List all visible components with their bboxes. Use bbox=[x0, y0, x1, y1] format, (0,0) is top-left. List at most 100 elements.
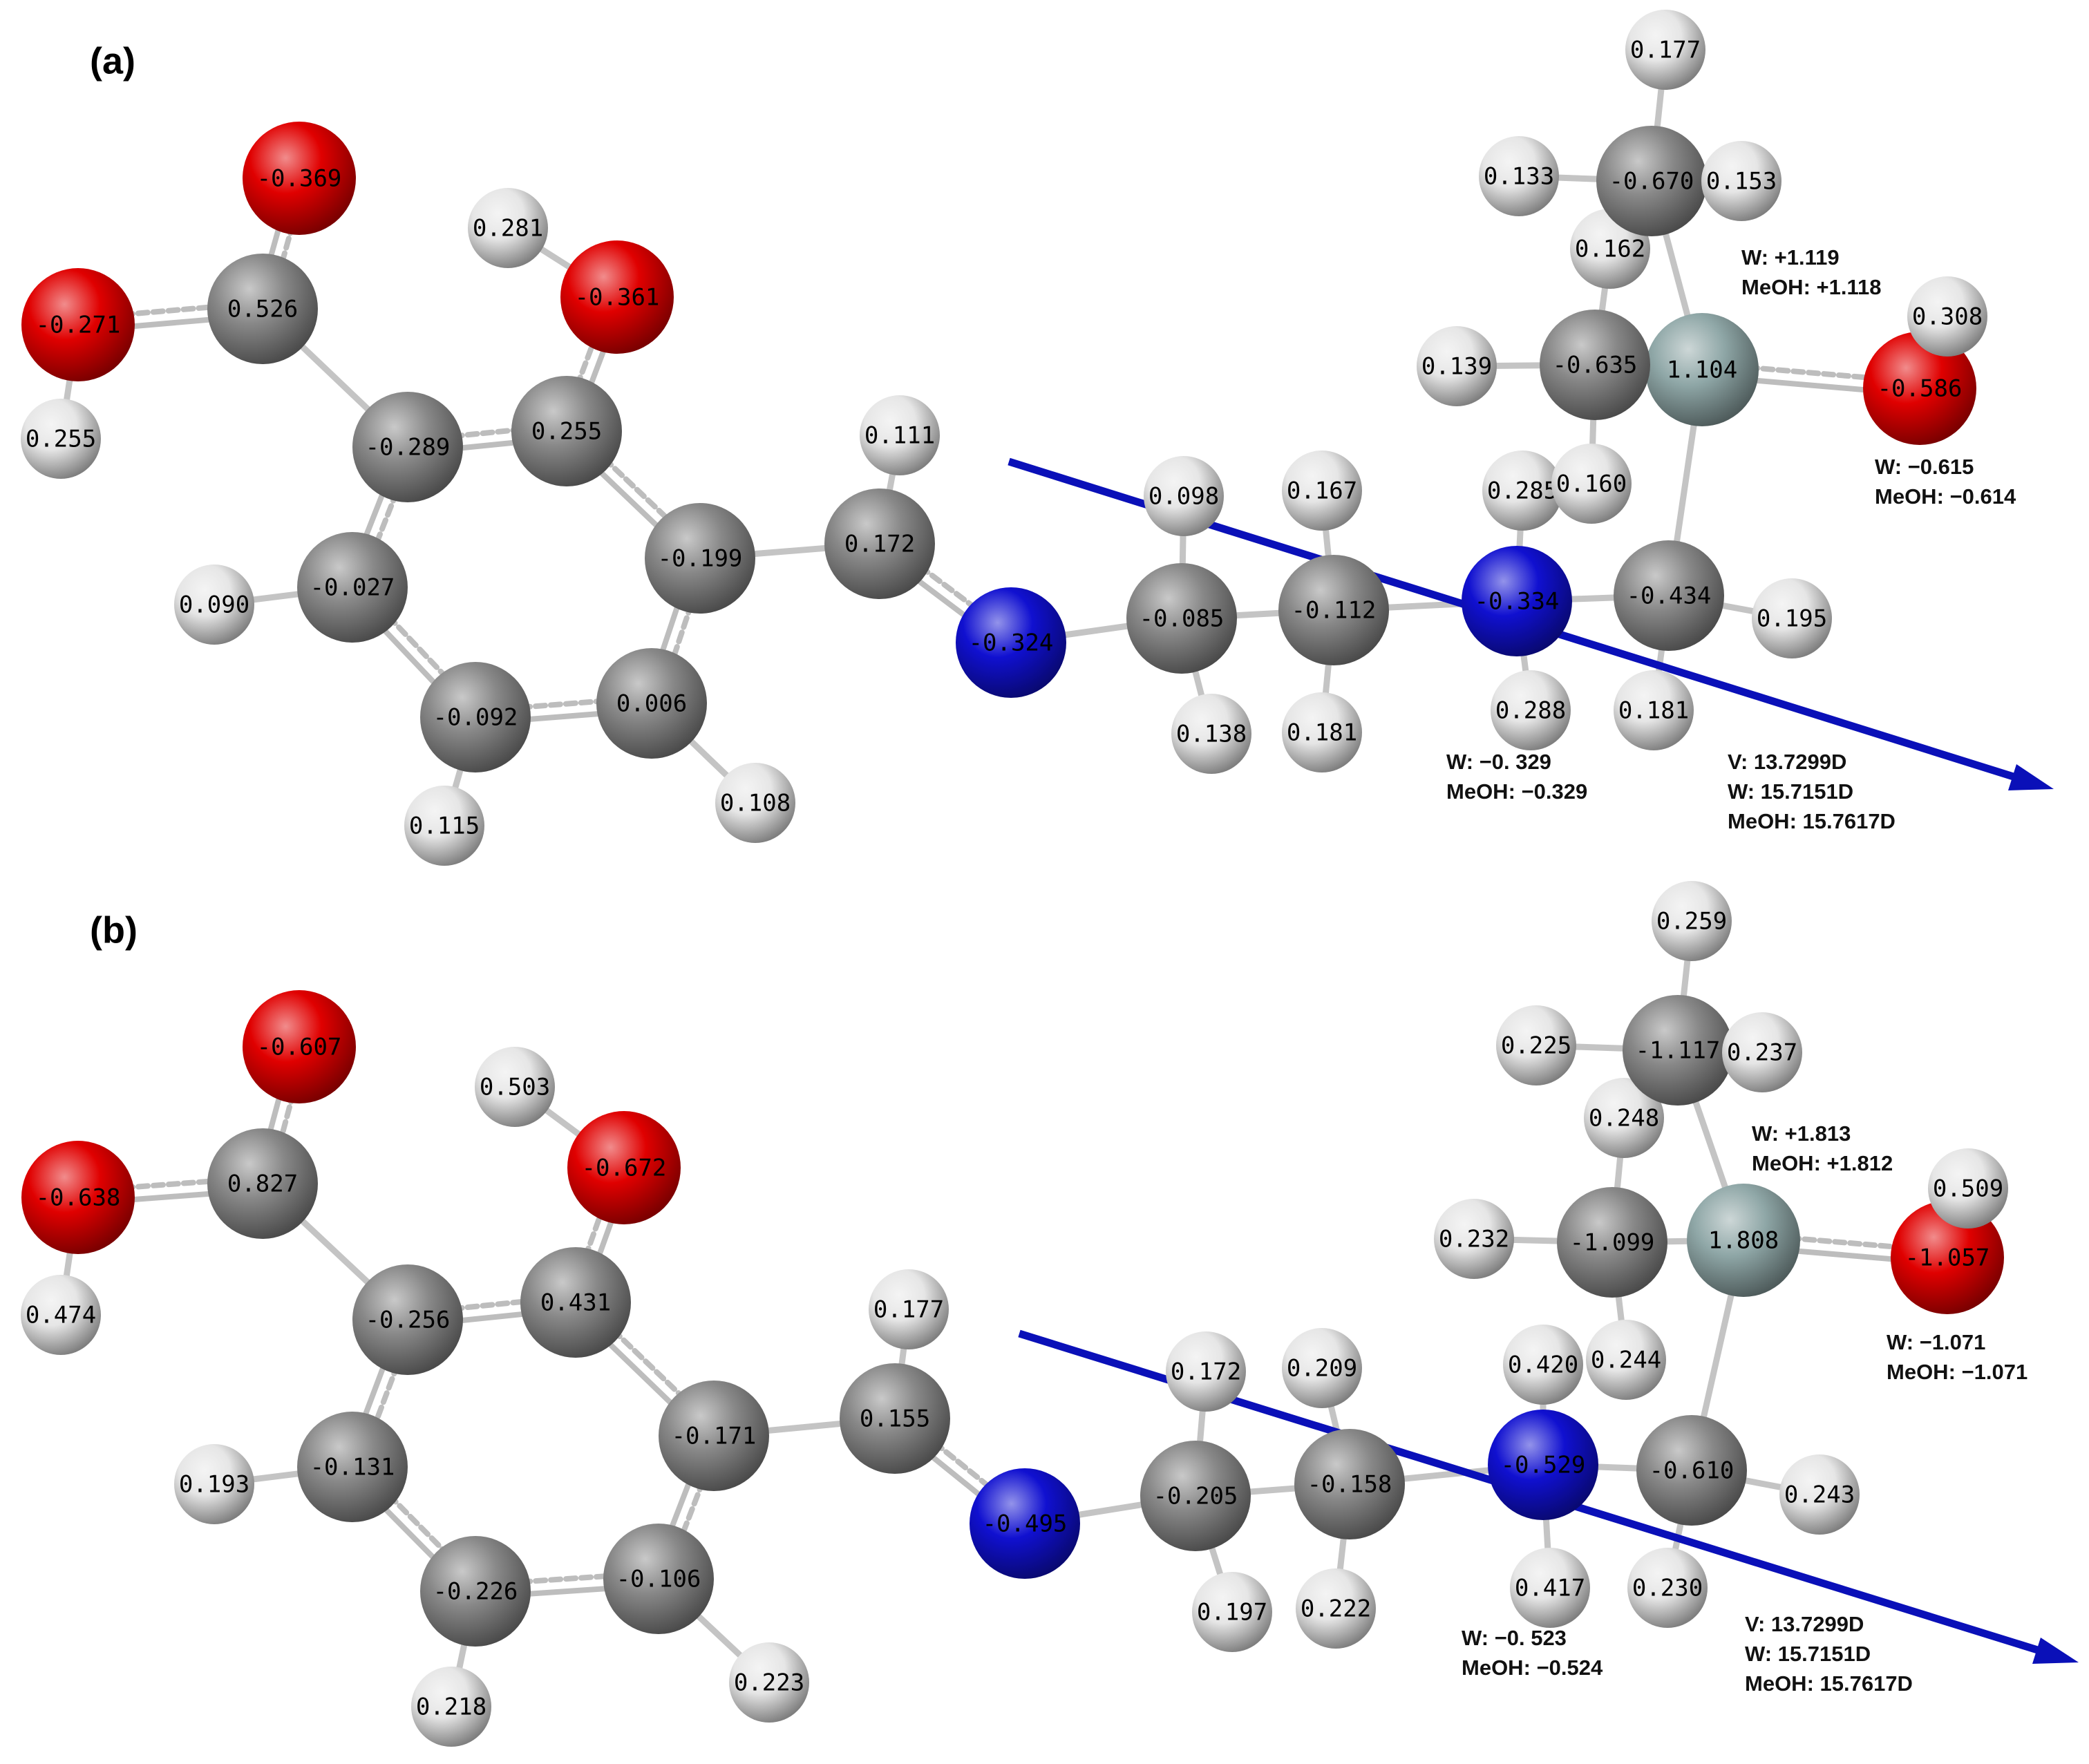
panel-a-atom-si1: 1.104 bbox=[1645, 313, 1759, 426]
atom-charge-label: -1.099 bbox=[1570, 1229, 1655, 1257]
panel-b-atom-c1: 0.827 bbox=[207, 1128, 318, 1239]
panel-b-atom-c12: -1.099 bbox=[1557, 1187, 1667, 1298]
atom-sphere-h bbox=[1627, 1548, 1708, 1628]
atom-charge-label: -0.226 bbox=[433, 1578, 518, 1606]
panel-b-atom-h7: 0.172 bbox=[1166, 1331, 1246, 1412]
atom-sphere-o bbox=[243, 122, 356, 235]
panel-b-label: (b) bbox=[90, 909, 138, 951]
atom-charge-label: 0.255 bbox=[26, 426, 96, 453]
atom-sphere-h bbox=[174, 565, 254, 645]
atom-charge-label: 0.177 bbox=[873, 1296, 944, 1324]
note-line: MeOH: 15.7617D bbox=[1745, 1671, 1913, 1696]
panel-a-atom-c9: -0.085 bbox=[1126, 563, 1237, 674]
atom-charge-label: 0.243 bbox=[1784, 1481, 1855, 1509]
atom-charge-label: 0.167 bbox=[1287, 477, 1357, 505]
atom-sphere-h bbox=[1779, 1454, 1860, 1535]
atom-sphere-h bbox=[1192, 1572, 1272, 1652]
atom-sphere-h bbox=[1586, 1320, 1666, 1400]
atom-sphere-c bbox=[1126, 563, 1237, 674]
panel-a-atom-c10: -0.112 bbox=[1278, 555, 1389, 665]
atom-charge-label: -0.106 bbox=[616, 1566, 701, 1593]
atom-charge-label: -0.158 bbox=[1307, 1471, 1392, 1499]
atom-charge-label: 0.193 bbox=[179, 1471, 249, 1499]
panel-a-atom-c8: 0.172 bbox=[824, 489, 935, 599]
panel-a-atom-c7: 0.006 bbox=[596, 648, 707, 759]
panel-a-atom-h7: 0.098 bbox=[1144, 456, 1224, 536]
note-line: MeOH: −1.071 bbox=[1887, 1360, 2027, 1384]
panel-b-atom-n1: -0.495 bbox=[970, 1468, 1080, 1579]
atom-sphere-h bbox=[1907, 276, 1987, 357]
panel-b-atom-c2: -0.256 bbox=[352, 1264, 463, 1375]
panel-b-atom-c10: -0.158 bbox=[1294, 1429, 1405, 1539]
atom-sphere-c bbox=[659, 1381, 769, 1491]
atom-charge-label: -0.171 bbox=[672, 1423, 757, 1450]
panel-a-atom-o1: -0.369 bbox=[243, 122, 356, 235]
atom-sphere-h bbox=[475, 1047, 555, 1127]
panel-a-atom-c4: -0.027 bbox=[297, 532, 408, 643]
atom-charge-label: 0.503 bbox=[480, 1074, 550, 1101]
atom-sphere-c bbox=[511, 376, 622, 486]
atom-sphere-o bbox=[1863, 332, 1976, 445]
atom-sphere-h bbox=[729, 1642, 809, 1723]
atom-charge-label: 0.281 bbox=[473, 215, 543, 243]
panel-a-atom-c2: -0.289 bbox=[352, 392, 463, 502]
atom-sphere-h bbox=[1282, 1328, 1362, 1408]
atom-charge-label: -0.610 bbox=[1650, 1457, 1734, 1485]
atom-sphere-h bbox=[1551, 444, 1632, 524]
panel-a-atom-h9: 0.167 bbox=[1282, 451, 1362, 531]
panel-a-atom-h16: 0.139 bbox=[1417, 326, 1497, 406]
panel-b-atom-c9: -0.205 bbox=[1140, 1441, 1251, 1551]
panel-a-atom-o2: -0.271 bbox=[21, 268, 135, 381]
panel-b-atom-h21: 0.237 bbox=[1722, 1012, 1802, 1092]
panel-b-atom-h20: 0.225 bbox=[1496, 1005, 1576, 1085]
panel-a-dipole-arrowhead bbox=[2008, 764, 2054, 790]
panel-b-atom-c6: -0.226 bbox=[420, 1536, 531, 1647]
atom-sphere-h bbox=[1479, 136, 1559, 216]
atom-charge-label: 0.218 bbox=[416, 1694, 486, 1721]
note-line: MeOH: +1.812 bbox=[1752, 1151, 1893, 1175]
atom-charge-label: 0.248 bbox=[1589, 1105, 1659, 1132]
atom-sphere-h bbox=[411, 1667, 491, 1747]
panel-b-atom-o3: -0.672 bbox=[567, 1111, 681, 1224]
atom-charge-label: 0.285 bbox=[1487, 477, 1558, 505]
atom-sphere-h bbox=[1417, 326, 1497, 406]
atom-charge-label: 0.115 bbox=[409, 813, 480, 840]
panel-b-atom-o1: -0.607 bbox=[243, 990, 356, 1103]
atom-charge-label: 0.288 bbox=[1495, 697, 1566, 725]
panel-a-atom-h5: 0.108 bbox=[715, 763, 795, 843]
atom-charge-label: 0.177 bbox=[1630, 37, 1701, 64]
atom-charge-label: 0.162 bbox=[1575, 236, 1645, 263]
atom-charge-label: -0.434 bbox=[1627, 582, 1712, 610]
panel-b-atom-h2: 0.503 bbox=[475, 1047, 555, 1127]
panel-b-atom-c13: -1.117 bbox=[1623, 995, 1733, 1106]
atom-charge-label: 0.160 bbox=[1556, 471, 1627, 498]
panel-a-atom-h19: 0.177 bbox=[1625, 10, 1705, 90]
atom-charge-label: -0.529 bbox=[1501, 1452, 1586, 1479]
atom-sphere-c bbox=[207, 254, 318, 364]
panel-b-atom-si1: 1.808 bbox=[1687, 1184, 1800, 1297]
panel-b-atom-h1: 0.474 bbox=[21, 1275, 101, 1355]
panel-b-atom-c7: -0.106 bbox=[603, 1524, 714, 1634]
atom-sphere-h bbox=[1928, 1148, 2008, 1229]
atom-sphere-n bbox=[970, 1468, 1080, 1579]
panel-a-atom-h13: 0.195 bbox=[1752, 578, 1832, 658]
atom-sphere-o bbox=[21, 1141, 135, 1254]
note-line: MeOH: 15.7617D bbox=[1728, 809, 1896, 833]
atom-sphere-h bbox=[1434, 1199, 1514, 1279]
note-line: V: 13.7299D bbox=[1728, 750, 1846, 774]
panel-b-atom-h17: 0.248 bbox=[1584, 1078, 1664, 1158]
panel-a-atom-o3: -0.361 bbox=[560, 240, 674, 354]
atom-charge-label: -0.289 bbox=[366, 434, 451, 462]
panel-a-atom-h3: 0.090 bbox=[174, 565, 254, 645]
atom-sphere-c bbox=[1540, 310, 1650, 420]
atom-charge-label: -0.672 bbox=[582, 1155, 667, 1182]
panel-b-atom-h18: 0.244 bbox=[1586, 1320, 1666, 1400]
panel-a-atom-c11: -0.434 bbox=[1614, 540, 1724, 651]
atom-charge-label: -0.205 bbox=[1153, 1483, 1238, 1510]
note-line: MeOH: +1.118 bbox=[1741, 275, 1881, 299]
panel-a-atom-n1: -0.324 bbox=[956, 587, 1066, 698]
panel-b-atom-h5: 0.223 bbox=[729, 1642, 809, 1723]
